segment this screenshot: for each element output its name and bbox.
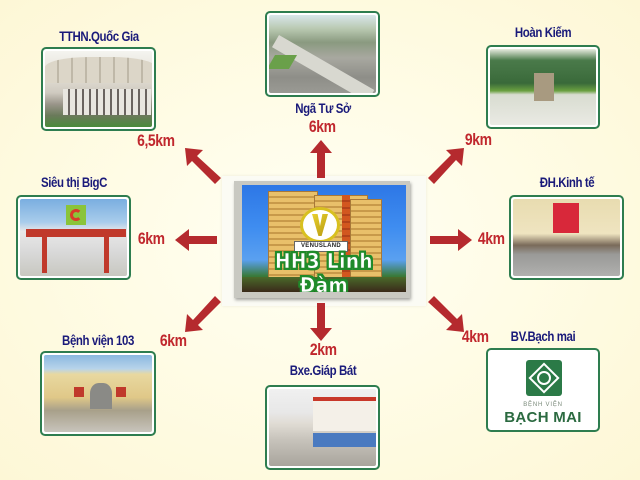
destination-card-bigc[interactable] [16, 195, 131, 280]
destination-label-bxe-giap-bat: Bxe.Giáp Bát [289, 362, 357, 378]
bigc-supermarket-photo [20, 199, 127, 276]
destination-card-dh-kinh-te[interactable] [509, 195, 624, 280]
building-facade [63, 89, 151, 115]
distance-hoan-kiem: 9km [464, 130, 492, 149]
venusland-logo-text: VENUSLAND [294, 241, 348, 252]
venusland-logo-icon [300, 207, 340, 243]
destination-card-hoan-kiem[interactable] [486, 45, 600, 129]
bus-station-photo [269, 389, 376, 466]
turtle-tower [534, 73, 554, 101]
entrance-canopy [26, 229, 126, 237]
destination-card-benh-vien-103[interactable] [40, 351, 156, 436]
banner-55 [553, 203, 579, 233]
building-block-right [350, 199, 382, 283]
distance-tthn: 6,5km [137, 131, 175, 150]
green-island [269, 55, 298, 69]
arrow-southwest-icon [185, 296, 221, 337]
destination-label-tthn: TTHN.Quốc Gia [59, 28, 139, 44]
banner-right [116, 387, 126, 397]
rock-fountain [90, 383, 112, 409]
destination-label-hoan-kiem: Hoàn Kiếm [514, 24, 572, 40]
arrow-southeast-icon [428, 296, 464, 337]
hh3-linh-dam-photo: VENUSLAND HH3 Linh Đàm [242, 185, 406, 292]
destination-label-benh-vien-103: Bệnh viện 103 [62, 332, 134, 348]
bach-mai-logo-mark [537, 371, 551, 385]
turtle-tower-lake-photo [490, 49, 596, 125]
buses [313, 433, 376, 447]
distance-benh-vien-103: 6km [159, 331, 187, 350]
ground-strip [242, 277, 406, 292]
bach-mai-logo-name: BẠCH MAI [504, 409, 582, 426]
banner-left [74, 387, 84, 397]
center-title: HH3 Linh Đàm [275, 249, 373, 292]
destination-label-dh-kinh-te: ĐH.Kinh tế [539, 174, 595, 190]
destination-card-tthn[interactable] [41, 47, 156, 131]
arrow-northeast-icon [428, 148, 464, 189]
pillar-right [104, 237, 109, 273]
distance-bxe-giap-bat: 2km [309, 340, 337, 359]
station-building [313, 397, 376, 431]
distance-bigc: 6km [137, 229, 165, 248]
building-stripe [342, 195, 350, 281]
bigc-logo-icon [66, 205, 86, 225]
arrow-north-icon [310, 140, 332, 183]
arrow-northwest-icon [185, 148, 221, 189]
arrow-east-icon [430, 229, 472, 256]
roof-waves [45, 57, 152, 83]
destination-label-bigc: Siêu thị BigC [40, 174, 108, 190]
arrow-south-icon [310, 303, 332, 346]
distance-dh-kinh-te: 4km [477, 229, 505, 248]
hospital-103-photo [44, 355, 152, 432]
bach-mai-logo-subtitle: BỆNH VIỆN [523, 402, 563, 408]
arrow-west-icon [175, 229, 217, 256]
economics-university-photo [513, 199, 620, 276]
destination-label-nga-tu-so: Ngã Tư Sở [295, 100, 351, 116]
overpass-intersection-photo [269, 15, 376, 93]
pillar-left [42, 237, 47, 273]
destination-card-nga-tu-so[interactable] [265, 11, 380, 97]
distance-nga-tu-so: 6km [308, 117, 336, 136]
destination-label-bach-mai: BV.Bạch mai [510, 328, 576, 344]
distance-bach-mai: 4km [461, 327, 489, 346]
national-convention-center-photo [45, 51, 152, 127]
bach-mai-logo-icon [526, 360, 562, 396]
destination-card-bach-mai[interactable]: BỆNH VIỆN BẠCH MAI [486, 348, 600, 432]
destination-card-bxe-giap-bat[interactable] [265, 385, 380, 470]
